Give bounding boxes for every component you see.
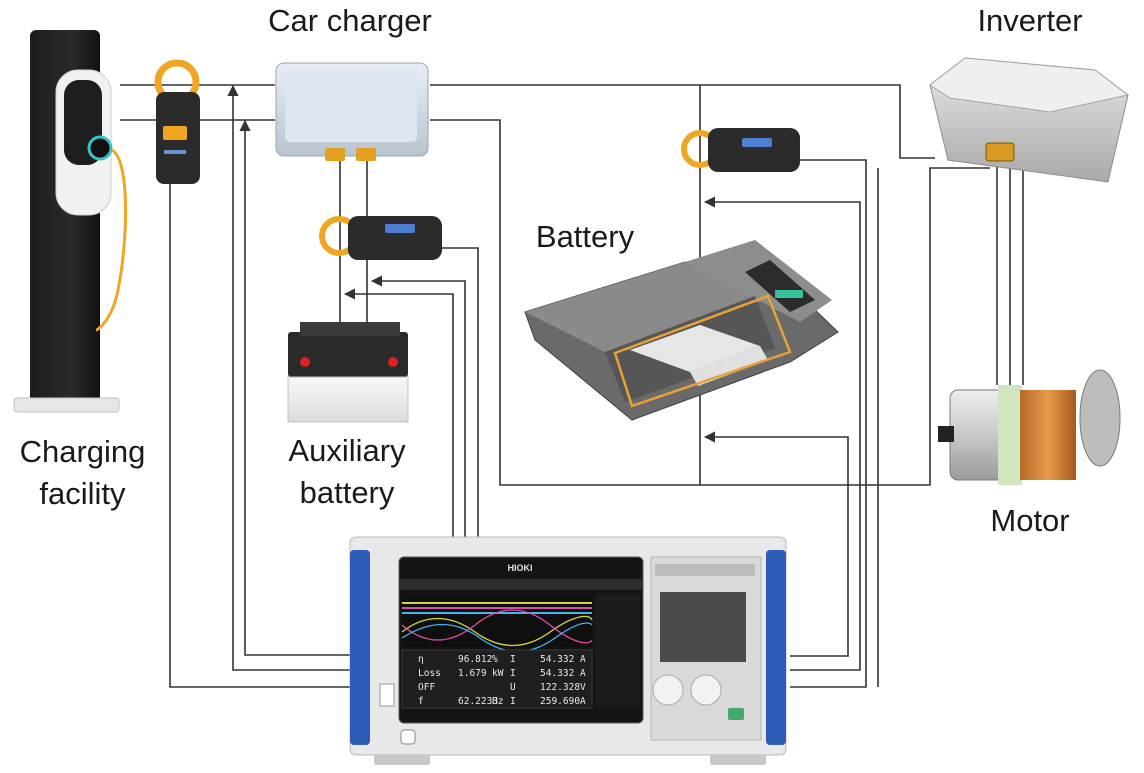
reading-value-2: 122.328 <box>540 682 580 693</box>
current-clamp-sensor-icon <box>319 216 442 260</box>
readings-table: η 96.812 % I 54.332 A Loss 1.679 kW I 54… <box>401 649 593 709</box>
label-car-charger: Car charger <box>268 3 432 38</box>
power-analyzer-icon <box>349 536 787 765</box>
label-auxiliary-battery-line1: Auxiliary <box>288 433 406 468</box>
reading-unit: kW <box>492 668 504 679</box>
current-clamp-sensor-icon <box>154 59 200 184</box>
voltage-line-1 <box>227 84 357 671</box>
aux-sensor-line <box>438 247 479 545</box>
reading-param-2: I <box>510 668 516 679</box>
voltage-line-2 <box>239 119 357 656</box>
analyzer-brand: HIOKI <box>507 563 532 573</box>
label-auxiliary-battery-line2: battery <box>299 475 395 510</box>
charging-station-icon <box>13 30 128 413</box>
readings-row: Loss 1.679 kW I 54.332 A <box>418 668 586 679</box>
waveform-display <box>401 594 593 653</box>
reading-param: OFF <box>418 682 435 693</box>
label-inverter: Inverter <box>977 3 1083 38</box>
reading-value-2: 54.332 <box>540 654 574 665</box>
reading-param-2: I <box>510 654 516 665</box>
reading-param-2: U <box>510 682 516 693</box>
reading-param: Loss <box>418 668 441 679</box>
reading-value: 96.812 <box>458 654 492 665</box>
auxiliary-battery-icon <box>287 322 409 423</box>
reading-unit-2: V <box>580 682 586 693</box>
reading-unit: % <box>492 654 498 665</box>
wire-charger-to-inverter-top <box>430 84 935 159</box>
aux-voltage-line-1 <box>343 288 454 545</box>
reading-param: f <box>418 696 424 707</box>
reading-param-2: I <box>510 696 516 707</box>
reading-value-2: 259.690 <box>540 696 580 707</box>
wire-charger-to-inverter-bottom <box>430 119 990 486</box>
reading-value-2: 54.332 <box>540 668 574 679</box>
label-charging-facility-line1: Charging <box>19 434 146 469</box>
batt-voltage-line-2 <box>703 431 849 657</box>
reading-unit: Hz <box>492 696 503 707</box>
motor-icon <box>938 369 1121 485</box>
readings-row: f 62.2233 Hz I 259.690 A <box>418 696 586 707</box>
reading-unit-2: A <box>580 696 586 707</box>
aux-voltage-line-2 <box>370 275 466 545</box>
reading-unit-2: A <box>580 668 586 679</box>
reading-value: 62.2233 <box>458 696 498 707</box>
label-charging-facility-line2: facility <box>39 476 126 511</box>
reading-unit-2: A <box>580 654 586 665</box>
batt-voltage-line-1 <box>703 196 861 671</box>
wiring <box>120 84 1024 688</box>
inverter-unit-icon <box>929 57 1130 183</box>
label-motor: Motor <box>990 503 1070 538</box>
battery-pack-icon <box>524 240 839 421</box>
readings-row: OFF U 122.328 V <box>418 682 586 693</box>
batt-sensor-line <box>790 159 867 688</box>
readings-row: η 96.812 % I 54.332 A <box>418 654 586 665</box>
reading-param: η <box>418 654 424 665</box>
reading-value: 1.679 <box>458 668 487 679</box>
label-battery: Battery <box>535 219 635 254</box>
car-charger-box-icon <box>275 62 429 161</box>
sensor-line-clamp1 <box>169 180 357 688</box>
current-clamp-sensor-icon <box>681 128 800 172</box>
